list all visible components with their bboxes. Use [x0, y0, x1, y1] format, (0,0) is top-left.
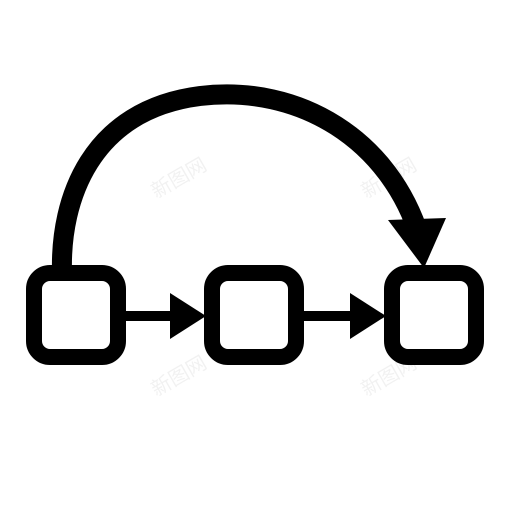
step-box-3 [384, 265, 484, 365]
curved-arrowhead-icon [388, 218, 446, 268]
step-box-2 [204, 265, 304, 365]
arrowhead-1-icon [170, 293, 206, 339]
step-box-1 [26, 265, 126, 365]
curved-arrow-edge [51, 84, 430, 282]
arrowhead-2-icon [350, 293, 386, 339]
